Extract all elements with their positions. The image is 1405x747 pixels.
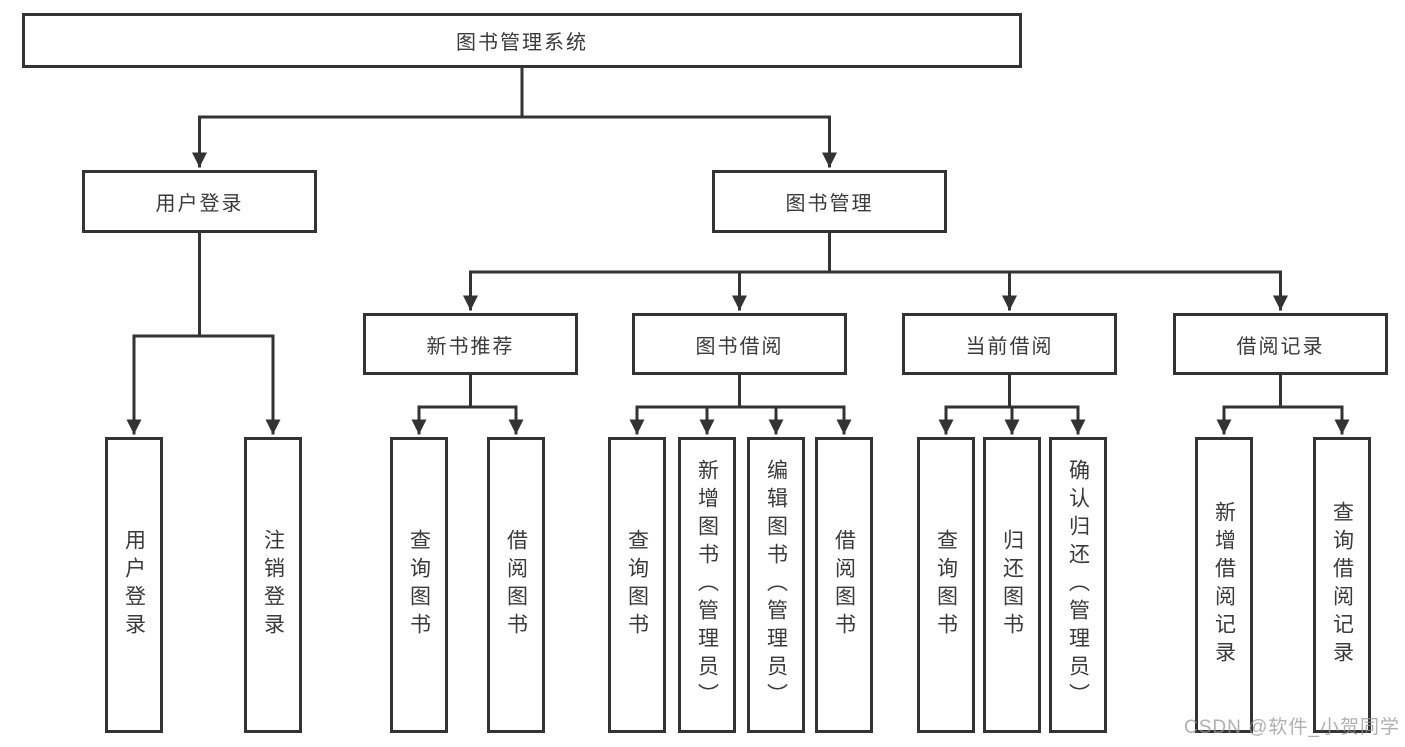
node-label: 图书管理 [785,193,874,215]
leaf-user-login: 用户登录 [105,437,163,733]
leaf-add-books-admin: 新增图书（管理员） [678,437,736,733]
leaf-borrow-books-1: 借阅图书 [487,437,545,733]
leaf-logout: 注销登录 [244,437,302,733]
node-current-borrowing: 当前借阅 [902,313,1117,375]
leaf-query-books-1: 查询图书 [390,437,448,733]
leaf-query-books-2: 查询图书 [608,437,666,733]
node-label: 图书借阅 [695,335,784,358]
node-label: 查询图书 [625,529,649,641]
node-label: 当前借阅 [965,335,1054,358]
connector-root-to-level2 [192,66,837,168]
node-label: 用户登录 [155,193,244,215]
node-book-management: 图书管理 [712,170,947,233]
connector-borrow-records-children [1216,373,1350,435]
connector-book-mgmt-children [463,231,1288,311]
node-label: 编辑图书（管理员） [764,459,788,711]
node-borrowing-records: 借阅记录 [1173,313,1388,375]
node-label: 注销登录 [261,529,285,641]
connector-book-borrow-children [629,373,852,435]
node-label: 用户登录 [122,529,146,641]
leaf-confirm-return-admin: 确认归还（管理员） [1049,437,1107,733]
node-label: 归还图书 [1000,529,1024,641]
csdn-watermark: CSDN @软件_小贺同学 [1184,717,1400,738]
node-new-book-recommend: 新书推荐 [363,313,578,375]
connector-new-book-children [411,373,524,435]
node-label: 查询图书 [934,529,958,641]
leaf-query-books-3: 查询图书 [917,437,975,733]
node-label: 新书推荐 [426,335,515,358]
node-label: 新增图书（管理员） [695,459,719,711]
node-label: 借阅图书 [504,529,528,641]
leaf-edit-books-admin: 编辑图书（管理员） [747,437,805,733]
node-library-management-system: 图书管理系统 [22,13,1022,68]
leaf-return-books: 归还图书 [983,437,1041,733]
node-label: 查询图书 [407,529,431,641]
connector-user-login-children [126,231,281,435]
node-label: 借阅记录 [1236,335,1325,358]
node-user-login: 用户登录 [82,170,317,233]
node-label: 查询借阅记录 [1330,501,1354,669]
node-label: 确认归还（管理员） [1066,459,1090,711]
leaf-add-borrow-record: 新增借阅记录 [1195,437,1253,733]
leaf-borrow-books-2: 借阅图书 [815,437,873,733]
connector-current-borrow-children [938,373,1086,435]
node-label: 图书管理系统 [456,32,588,54]
leaf-query-borrow-record: 查询借阅记录 [1313,437,1371,733]
node-book-borrowing: 图书借阅 [632,313,847,375]
node-label: 新增借阅记录 [1212,501,1236,669]
node-label: 借阅图书 [832,529,856,641]
